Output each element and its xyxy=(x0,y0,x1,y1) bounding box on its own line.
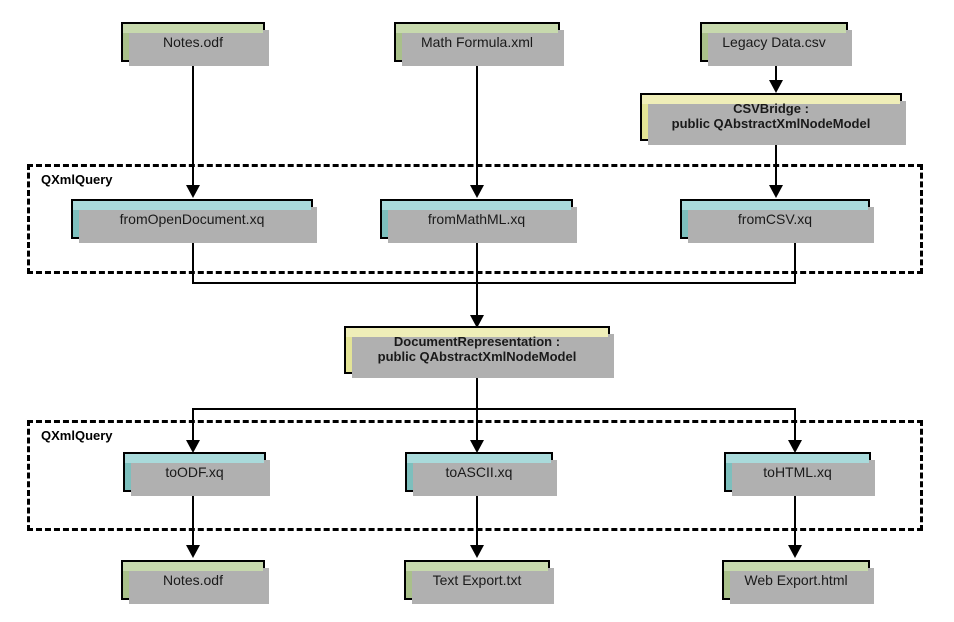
node-highlight-band xyxy=(382,201,571,210)
edge-merge-to-documentrepresentation xyxy=(476,239,478,324)
node-highlight-band xyxy=(396,24,558,33)
node-shadow xyxy=(131,460,270,496)
arrowhead-fromcsv-in xyxy=(769,185,783,198)
node-shadow xyxy=(412,568,554,604)
arrowhead-csvbridge-in xyxy=(769,80,783,93)
export-query-group xyxy=(27,420,923,531)
node-query-fromopendocument-xq[interactable]: fromOpenDocument.xq xyxy=(71,199,317,243)
node-input-notes-odf[interactable]: Notes.odf xyxy=(121,22,269,66)
node-query-toodf-xq[interactable]: toODF.xq xyxy=(123,452,270,496)
arrowhead-notes-out-in xyxy=(186,545,200,558)
node-highlight-band xyxy=(123,562,263,571)
edge-bus-to-toodf xyxy=(192,408,194,446)
node-highlight-band xyxy=(682,201,868,210)
node-highlight-band xyxy=(407,454,551,463)
class-base-line: public QAbstractXmlNodeModel xyxy=(671,116,871,131)
node-query-toascii-xq[interactable]: toASCII.xq xyxy=(405,452,557,496)
edge-legacydata-to-csvbridge xyxy=(775,62,777,90)
edge-documentrepresentation-down xyxy=(476,374,478,410)
node-label: fromOpenDocument.xq xyxy=(119,210,265,227)
arrowhead-toascii-in xyxy=(470,440,484,453)
node-shadow xyxy=(388,207,577,243)
edge-fromopendocument-down xyxy=(192,239,194,284)
node-shadow xyxy=(732,460,875,496)
class-base-line: public QAbstractXmlNodeModel xyxy=(377,349,577,364)
node-shadow xyxy=(730,568,874,604)
node-label: fromCSV.xq xyxy=(737,210,813,227)
split-bus-exports xyxy=(192,408,796,410)
node-label: toHTML.xq xyxy=(763,463,832,480)
edge-notes-to-fromopendocument xyxy=(192,62,194,190)
edge-toodf-to-notes xyxy=(192,492,194,550)
node-label: CSVBridge : public QAbstractXmlNodeModel xyxy=(642,101,900,132)
node-query-frommathml-xq[interactable]: fromMathML.xq xyxy=(380,199,577,243)
node-highlight-band xyxy=(406,562,548,571)
node-label: Legacy Data.csv xyxy=(722,33,826,50)
node-highlight-band xyxy=(125,454,264,463)
node-shadow xyxy=(648,101,906,145)
arrowhead-frommathml-in xyxy=(470,185,484,198)
merge-bus-imports xyxy=(192,282,796,284)
import-query-group xyxy=(27,164,923,274)
node-label: DocumentRepresentation : public QAbstrac… xyxy=(346,334,608,365)
edge-tohtml-to-webexport xyxy=(794,492,796,550)
node-label: fromMathML.xq xyxy=(427,210,526,227)
edge-mathformula-to-frommathml xyxy=(476,62,478,190)
node-output-text-export-txt[interactable]: Text Export.txt xyxy=(404,560,554,604)
edge-fromcsv-down xyxy=(794,239,796,284)
node-label: Text Export.txt xyxy=(432,571,522,588)
arrowhead-webexport-in xyxy=(788,545,802,558)
node-highlight-band xyxy=(702,24,846,33)
edge-bus-to-tohtml xyxy=(794,408,796,446)
arrowhead-textexport-in xyxy=(470,545,484,558)
edge-csvbridge-to-fromcsv xyxy=(775,141,777,190)
node-highlight-band xyxy=(123,24,263,33)
node-query-tohtml-xq[interactable]: toHTML.xq xyxy=(724,452,875,496)
arrowhead-tohtml-in xyxy=(788,440,802,453)
arrowhead-documentrepresentation-in xyxy=(470,315,484,328)
node-label: toASCII.xq xyxy=(445,463,513,480)
node-input-math-formula-xml[interactable]: Math Formula.xml xyxy=(394,22,564,66)
node-shadow xyxy=(129,568,269,604)
node-input-legacy-data-csv[interactable]: Legacy Data.csv xyxy=(700,22,852,66)
edge-toascii-to-textexport xyxy=(476,492,478,550)
export-query-group-label: QXmlQuery xyxy=(38,428,116,443)
node-shadow xyxy=(129,30,269,66)
node-class-documentrepresentation[interactable]: DocumentRepresentation : public QAbstrac… xyxy=(344,326,614,378)
node-class-csvbridge[interactable]: CSVBridge : public QAbstractXmlNodeModel xyxy=(640,93,906,145)
node-output-web-export-html[interactable]: Web Export.html xyxy=(722,560,874,604)
node-label: Notes.odf xyxy=(163,571,223,588)
node-label: Notes.odf xyxy=(163,33,223,50)
class-name-line: DocumentRepresentation : xyxy=(393,334,561,350)
node-highlight-band xyxy=(642,95,900,104)
node-shadow xyxy=(688,207,874,243)
node-output-notes-odf[interactable]: Notes.odf xyxy=(121,560,269,604)
arrowhead-toodf-in xyxy=(186,440,200,453)
node-highlight-band xyxy=(73,201,311,210)
node-label: toODF.xq xyxy=(165,463,224,480)
node-shadow xyxy=(402,30,564,66)
edge-bus-to-toascii xyxy=(476,408,478,446)
node-shadow xyxy=(352,334,614,378)
node-shadow xyxy=(708,30,852,66)
node-highlight-band xyxy=(346,328,608,337)
node-label: Web Export.html xyxy=(744,571,848,588)
node-label: Math Formula.xml xyxy=(420,33,534,50)
arrowhead-fromopendocument-in xyxy=(186,185,200,198)
node-highlight-band xyxy=(726,454,869,463)
node-query-fromcsv-xq[interactable]: fromCSV.xq xyxy=(680,199,874,243)
class-name-line: CSVBridge : xyxy=(733,101,809,117)
node-shadow xyxy=(413,460,557,496)
import-query-group-label: QXmlQuery xyxy=(38,172,116,187)
node-highlight-band xyxy=(724,562,868,571)
node-shadow xyxy=(79,207,317,243)
